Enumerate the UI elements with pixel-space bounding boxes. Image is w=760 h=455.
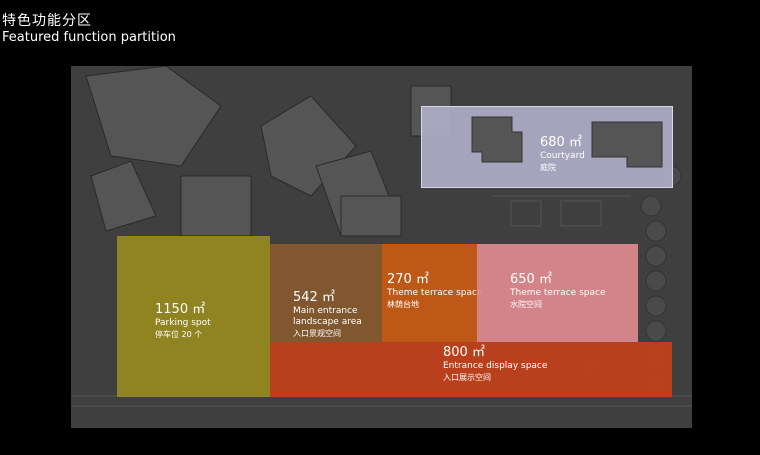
building-block <box>85 66 222 167</box>
courtyard-name-en: Courtyard <box>540 151 585 161</box>
tree <box>645 270 667 292</box>
zone-terrace-forest: 270 ㎡ Theme terrace space 林荫台地 <box>382 244 482 342</box>
terrace-water-name-en: Theme terrace space <box>510 288 606 298</box>
tree <box>645 245 667 267</box>
courtyard-name-cn: 庭院 <box>540 163 556 172</box>
zone-parking: 1150 ㎡ Parking spot 停车位 20 个 <box>117 236 270 397</box>
main-entrance-name-cn: 入口景观空间 <box>293 329 341 338</box>
main-entrance-name-en-2: landscape area <box>293 317 362 327</box>
entrance-display-name-cn: 入口展示空间 <box>443 373 491 382</box>
tree <box>645 320 667 342</box>
building-block <box>180 175 252 237</box>
terrace-forest-area: 270 ㎡ <box>387 272 429 287</box>
tree <box>645 220 667 242</box>
main-entrance-name-en-1: Main entrance <box>293 306 358 316</box>
zone-terrace-water: 650 ㎡ Theme terrace space 水院空间 <box>477 244 638 342</box>
building-block <box>90 160 157 232</box>
terrace-water-area: 650 ㎡ <box>510 272 552 287</box>
tree <box>645 295 667 317</box>
plaza-outline <box>560 200 602 227</box>
plaza-outline <box>510 200 542 227</box>
zone-main-entrance: 542 ㎡ Main entrance landscape area 入口景观空… <box>270 244 382 342</box>
entrance-display-name-en: Entrance display space <box>443 361 548 371</box>
parking-area: 1150 ㎡ <box>155 302 206 317</box>
parking-name-cn: 停车位 20 个 <box>155 330 203 339</box>
site-plan: 680 ㎡ Courtyard 庭院 1150 ㎡ Parking spot 停… <box>71 66 692 428</box>
entrance-display-area: 800 ㎡ <box>443 345 485 360</box>
entrance-display-label: 800 ㎡ Entrance display space 入口展示空间 <box>443 345 547 383</box>
zone-entrance-display <box>270 342 672 397</box>
page-title-en: Featured function partition <box>2 30 176 45</box>
page-title-cn: 特色功能分区 <box>2 13 92 29</box>
terrace-water-name-cn: 水院空间 <box>510 300 542 309</box>
main-entrance-area: 542 ㎡ <box>293 290 335 305</box>
courtyard-buildings <box>471 116 663 168</box>
terrace-forest-name-en: Theme terrace space <box>387 288 483 298</box>
courtyard-area: 680 ㎡ <box>540 135 582 150</box>
building-block <box>340 195 402 237</box>
tree <box>640 195 662 217</box>
parking-name-en: Parking spot <box>155 318 211 328</box>
zone-courtyard: 680 ㎡ Courtyard 庭院 <box>421 106 673 188</box>
terrace-forest-name-cn: 林荫台地 <box>387 300 419 309</box>
